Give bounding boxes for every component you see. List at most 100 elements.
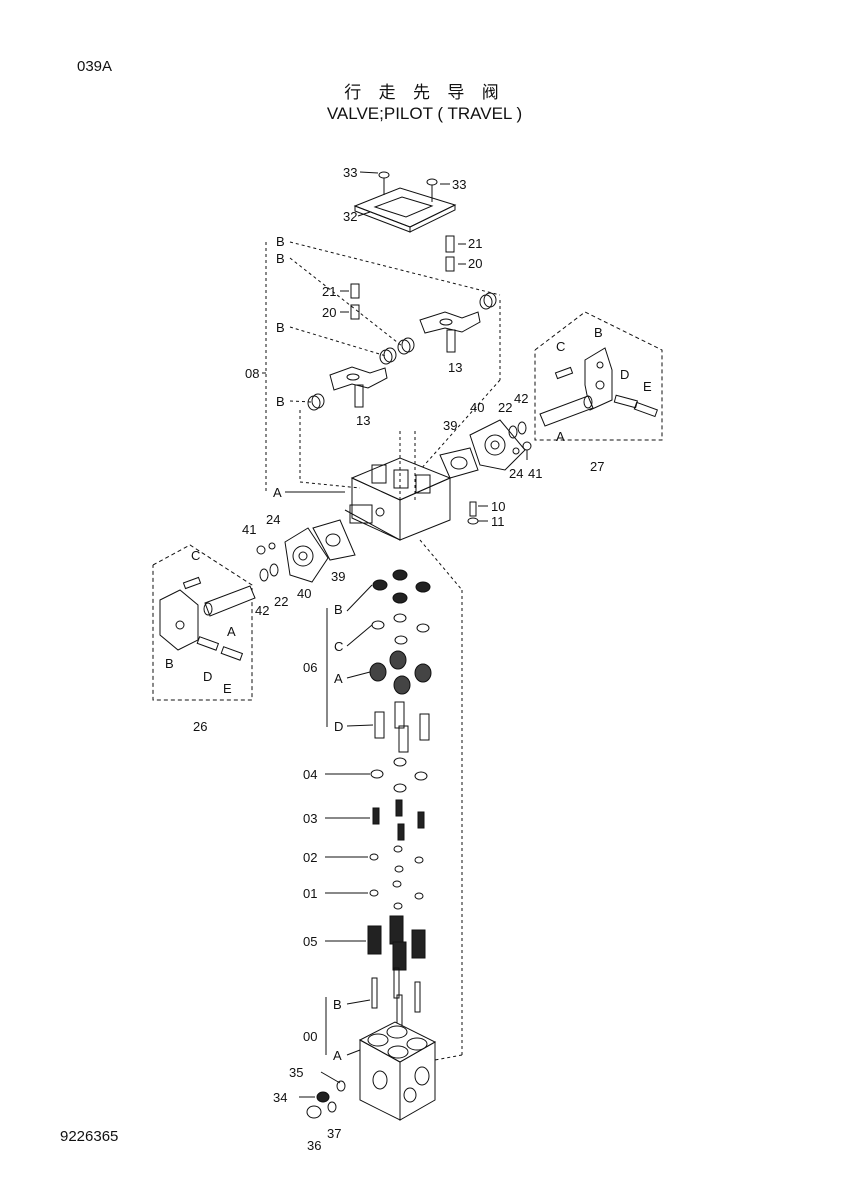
label-39: 39 <box>443 418 457 433</box>
label-41: 41 <box>242 522 256 537</box>
seal-row-b <box>372 569 431 604</box>
label-42: 42 <box>255 603 269 618</box>
label-b: B <box>276 394 285 409</box>
page-code: 039A <box>77 58 113 75</box>
return-spring-05 <box>367 915 426 971</box>
right-pin-d <box>613 394 639 409</box>
bushing-b-1 <box>479 292 497 310</box>
label-01: 01 <box>303 886 317 901</box>
label-00: 00 <box>303 1029 317 1044</box>
spring-03 <box>372 799 425 841</box>
label-20: 20 <box>468 256 482 271</box>
label-34: 34 <box>273 1090 287 1105</box>
label-22: 22 <box>498 400 512 415</box>
label-a: A <box>273 485 282 500</box>
label-24: 24 <box>266 512 280 527</box>
bolt-33-right <box>426 178 438 202</box>
label-a: A <box>334 671 343 686</box>
label-11: 11 <box>491 514 505 529</box>
cam-plate-40-right <box>469 419 526 471</box>
plug-34 <box>316 1091 330 1103</box>
pin-20-right <box>445 256 455 272</box>
label-b: B <box>333 997 342 1012</box>
label-b: B <box>334 602 343 617</box>
right-pin-e <box>633 401 659 418</box>
right-shaft-a <box>539 395 594 427</box>
label-e: E <box>643 379 652 394</box>
label-b: B <box>276 320 285 335</box>
callout-labels: 33 33 32 21 20 21 20 13 13 08 B B B B A … <box>165 165 652 1153</box>
label-c: C <box>191 548 200 563</box>
o-ring-42-left <box>259 568 269 582</box>
seat-01 <box>369 880 424 910</box>
label-22: 22 <box>274 594 288 609</box>
pusher-13-upper <box>419 311 481 353</box>
o-ring-22-right <box>508 425 518 439</box>
screw-41-left <box>256 545 266 555</box>
label-24: 24 <box>509 466 523 481</box>
shim-02 <box>369 845 424 873</box>
left-pin-e <box>220 646 244 661</box>
cam-plate-40-left <box>284 527 329 583</box>
plug-36 <box>306 1105 322 1119</box>
right-pin-c <box>554 366 574 380</box>
leader-lines <box>299 584 374 1098</box>
o-ring-37 <box>327 1101 337 1113</box>
left-pin-d <box>196 636 220 651</box>
label-d: D <box>620 367 629 382</box>
document-number: 9226365 <box>60 1128 119 1145</box>
label-27: 27 <box>590 459 604 474</box>
pin-21-left <box>350 283 360 299</box>
left-pin-c <box>182 576 202 590</box>
right-housing-b <box>584 347 613 411</box>
left-shaft-a <box>203 585 256 617</box>
label-c: C <box>556 339 565 354</box>
pin-21-right <box>445 235 455 253</box>
label-03: 03 <box>303 811 317 826</box>
label-39: 39 <box>331 569 345 584</box>
washer-11 <box>467 517 479 525</box>
screw-41-right <box>522 441 532 460</box>
bushing-b-3 <box>379 347 397 365</box>
label-a: A <box>556 429 565 444</box>
gasket-39-left <box>312 519 356 561</box>
label-05: 05 <box>303 934 317 949</box>
title-chinese: 行 走 先 导 阀 <box>344 83 505 103</box>
guide-row-a <box>369 650 432 695</box>
label-b: B <box>594 325 603 340</box>
label-06: 06 <box>303 660 317 675</box>
pusher-13-lower <box>329 366 388 408</box>
bolt-10 <box>469 501 477 517</box>
label-b: B <box>276 251 285 266</box>
label-b: B <box>165 656 174 671</box>
label-21: 21 <box>322 284 336 299</box>
label-41: 41 <box>528 466 542 481</box>
valve-body-a <box>344 430 452 541</box>
bolt-33-left <box>378 171 390 195</box>
gasket-39-right <box>439 447 479 479</box>
label-d: D <box>203 669 212 684</box>
label-35: 35 <box>289 1065 303 1080</box>
bushing-b-2 <box>397 337 415 355</box>
plunger-row-d <box>374 701 430 753</box>
label-20: 20 <box>322 305 336 320</box>
washer-row-c <box>371 613 430 645</box>
screw-24-right <box>512 447 520 455</box>
o-ring-22-left <box>269 563 279 577</box>
label-26: 26 <box>193 719 207 734</box>
group-08-bracket <box>265 241 501 492</box>
label-d: D <box>334 719 343 734</box>
label-37: 37 <box>327 1126 341 1141</box>
label-10: 10 <box>491 499 505 514</box>
stack-guide-lines <box>419 539 463 1061</box>
label-a: A <box>333 1048 342 1063</box>
cover-plate-32 <box>353 187 457 233</box>
screw-24-left <box>268 542 276 550</box>
o-ring-35 <box>336 1080 346 1092</box>
label-08: 08 <box>245 366 259 381</box>
label-42: 42 <box>514 391 528 406</box>
label-13: 13 <box>448 360 462 375</box>
casing-00-a <box>358 1021 437 1121</box>
title-english: VALVE;PILOT ( TRAVEL ) <box>326 104 523 123</box>
